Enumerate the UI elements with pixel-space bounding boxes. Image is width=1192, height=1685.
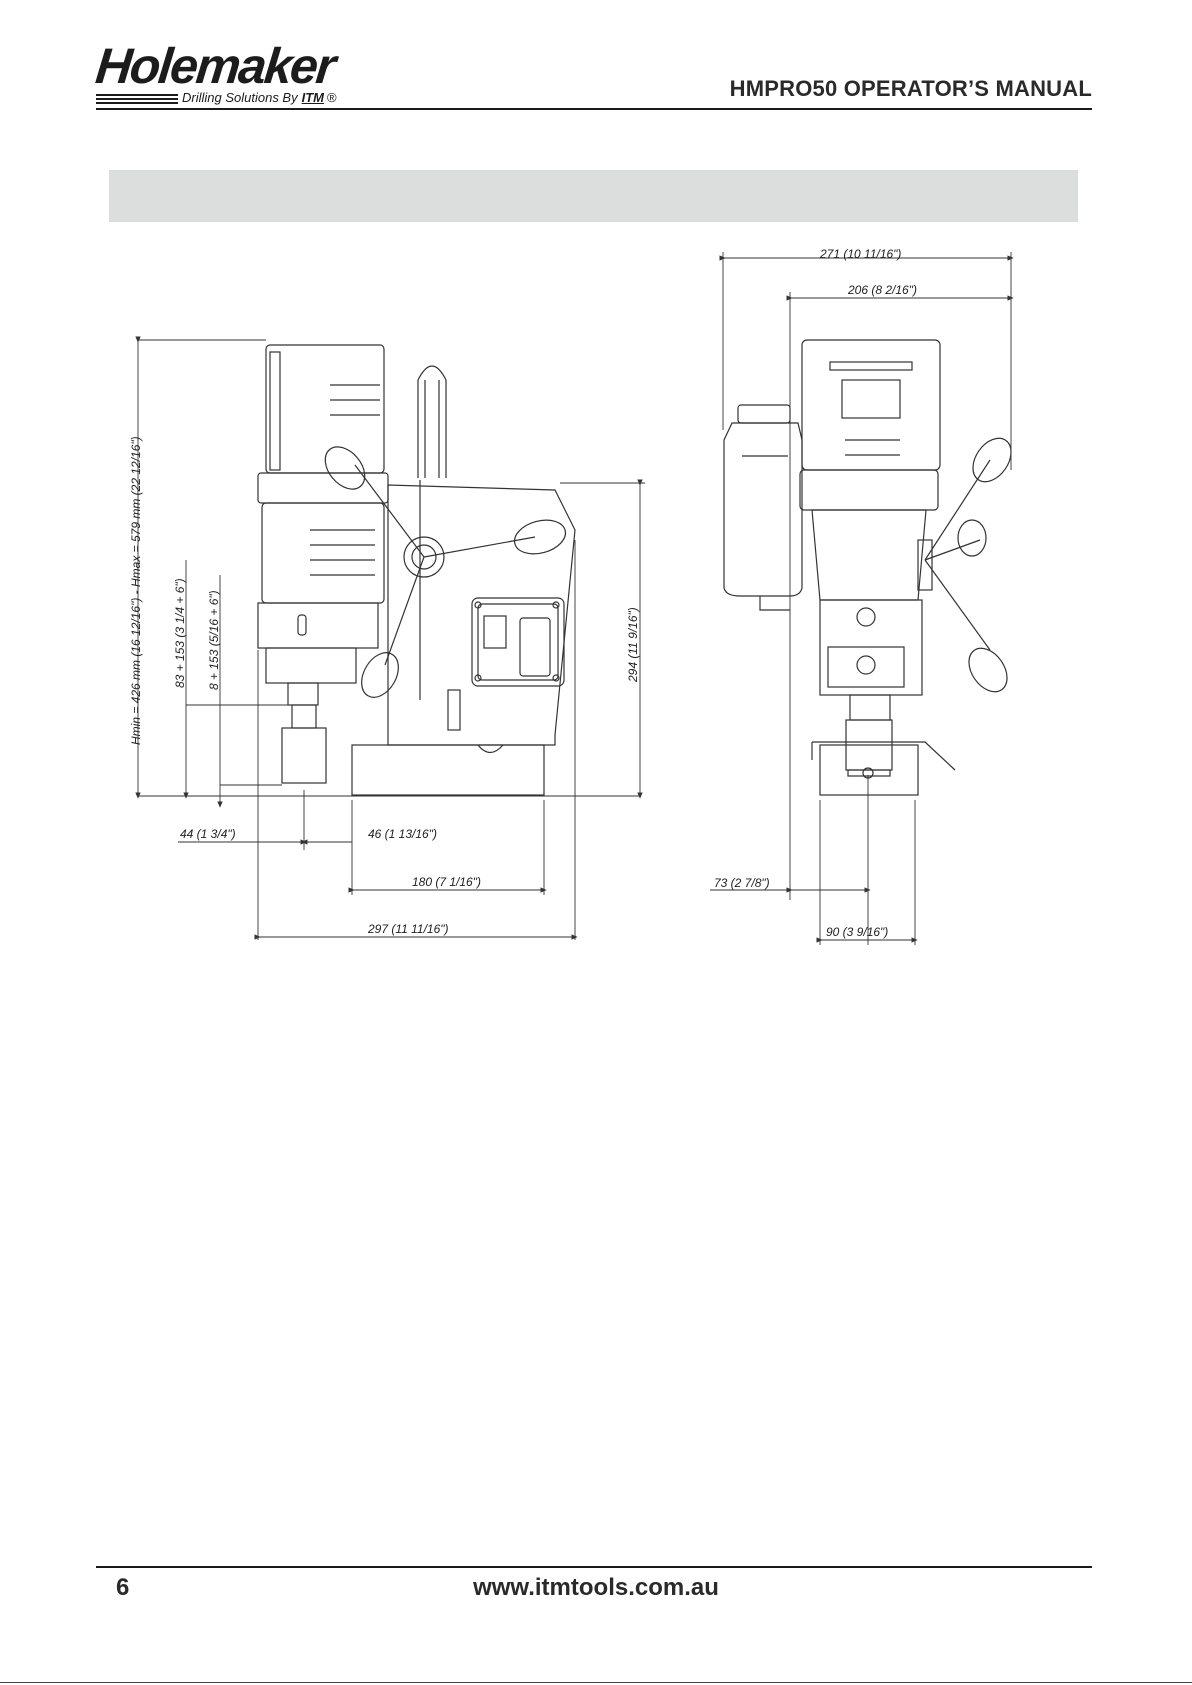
logo-registered: ®: [327, 90, 337, 105]
dim-height-range: Hmin = 426 mm (16 12/16") - Hmax = 579 m…: [129, 436, 143, 745]
page-bottom-edge: [0, 1682, 1192, 1683]
dim-base-width: 90 (3 9/16"): [826, 925, 888, 939]
section-banner: [109, 170, 1078, 222]
dimension-drawing: Hmin = 426 mm (16 12/16") - Hmax = 579 m…: [129, 247, 1014, 945]
dim-body-width: 206 (8 2/16"): [847, 283, 917, 297]
dim-stroke-a: 83 + 153 (3 1/4 + 6"): [173, 578, 187, 688]
logo-itm: ITM: [301, 90, 324, 105]
dim-base-length: 180 (7 1/16"): [412, 875, 481, 889]
dim-stroke-b: 8 + 153 (5/16 + 6"): [207, 590, 221, 690]
side-view-dimension-lines: [135, 336, 645, 940]
front-view-drill: [723, 339, 1012, 796]
page-number: 6: [116, 1574, 130, 1601]
footer-divider: [96, 1566, 1092, 1568]
dim-mid-offset: 46 (1 13/16"): [368, 827, 437, 841]
dim-total-width: 271 (10 11/16"): [819, 247, 901, 261]
side-view-drill: [257, 344, 576, 796]
dim-total-length: 297 (11 11/16"): [367, 922, 449, 936]
dim-left-offset: 44 (1 3/4"): [180, 827, 236, 841]
dim-side-offset: 73 (2 7/8"): [714, 876, 770, 890]
logo-speed-lines: [96, 94, 178, 104]
footer-website[interactable]: www.itmtools.com.au: [473, 1574, 719, 1601]
manual-title: HMPRO50 OPERATOR’S MANUAL: [729, 76, 1092, 101]
front-view-dimension-lines: [710, 252, 1014, 945]
header-divider: [96, 108, 1092, 110]
logo-tagline-text: Drilling Solutions By: [182, 90, 298, 105]
dim-column-height: 294 (11 9/16"): [626, 607, 640, 683]
